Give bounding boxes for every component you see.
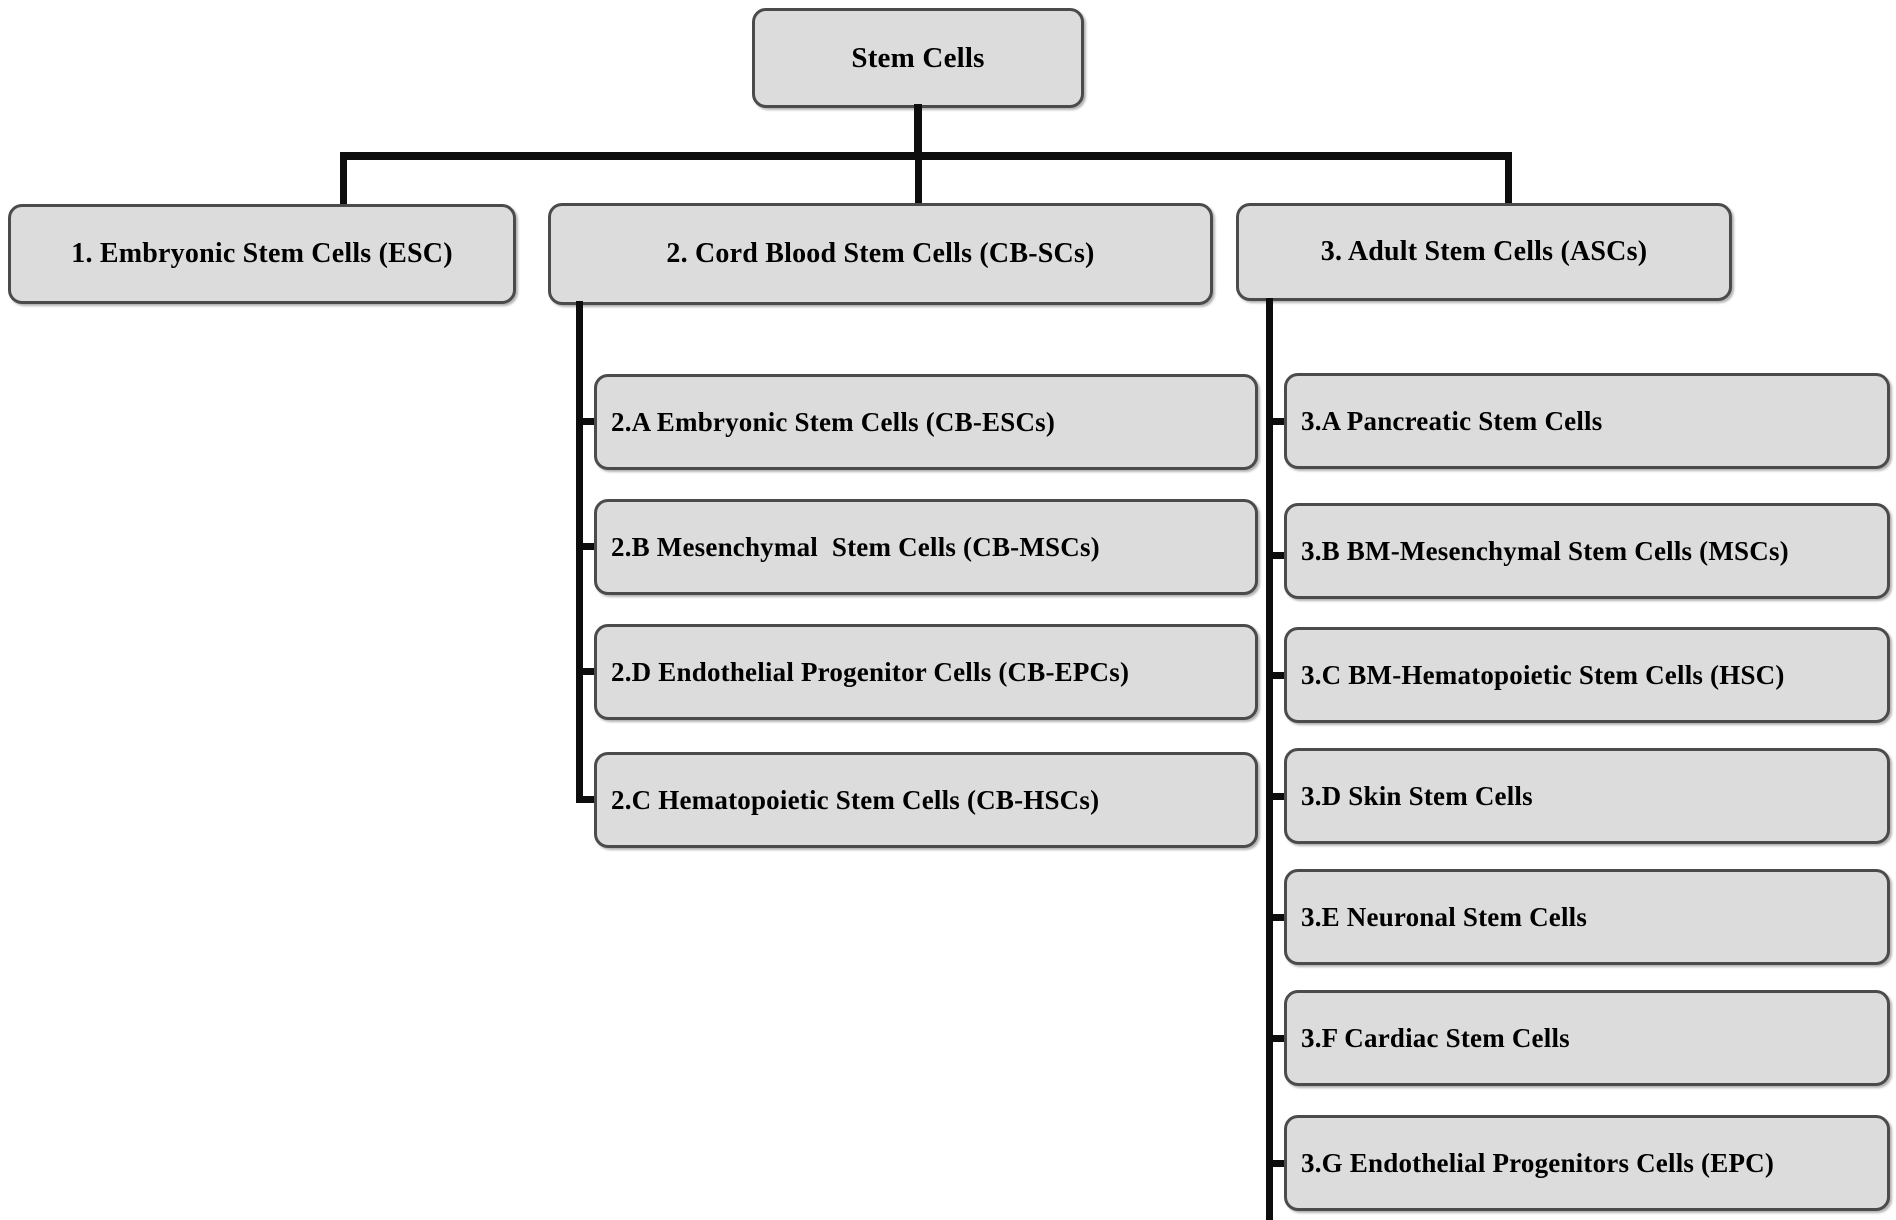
node-asc-bm-mesenchymal-stem-cells[interactable]: 3.B BM-Mesenchymal Stem Cells (MSCs) <box>1284 503 1890 599</box>
node-label: 2.B Mesenchymal Stem Cells (CB-MSCs) <box>611 531 1100 562</box>
connector-stub-asc-f <box>1266 1035 1290 1042</box>
connector-stub-cb-b <box>576 543 600 550</box>
node-cb-embryonic-stem-cells[interactable]: 2.A Embryonic Stem Cells (CB-ESCs) <box>594 374 1258 470</box>
node-label: 3.E Neuronal Stem Cells <box>1301 901 1588 932</box>
node-asc-neuronal-stem-cells[interactable]: 3.E Neuronal Stem Cells <box>1284 869 1890 965</box>
connector-stub-asc-e <box>1266 914 1290 921</box>
node-cord-blood-stem-cells[interactable]: 2. Cord Blood Stem Cells (CB-SCs) <box>548 203 1213 305</box>
node-label: 2. Cord Blood Stem Cells (CB-SCs) <box>666 238 1095 269</box>
connector-stub-cb-a <box>576 418 600 425</box>
connector-spine-adult <box>1266 298 1273 1220</box>
node-stem-cells-root[interactable]: Stem Cells <box>752 8 1084 108</box>
connector-stub-asc-a <box>1266 418 1290 425</box>
node-asc-pancreatic-stem-cells[interactable]: 3.A Pancreatic Stem Cells <box>1284 373 1890 469</box>
node-label: 2.D Endothelial Progenitor Cells (CB-EPC… <box>611 656 1130 687</box>
node-cb-hematopoietic-stem-cells[interactable]: 2.C Hematopoietic Stem Cells (CB-HSCs) <box>594 752 1258 848</box>
connector-stub-asc-g <box>1266 1160 1290 1167</box>
connector-spine-cordblood <box>576 301 583 803</box>
node-asc-endothelial-progenitors-cells[interactable]: 3.G Endothelial Progenitors Cells (EPC) <box>1284 1115 1890 1211</box>
node-label: 3.D Skin Stem Cells <box>1301 780 1533 811</box>
connector-stub-asc-b <box>1266 552 1290 559</box>
node-cb-endothelial-progenitor-cells[interactable]: 2.D Endothelial Progenitor Cells (CB-EPC… <box>594 624 1258 720</box>
node-asc-cardiac-stem-cells[interactable]: 3.F Cardiac Stem Cells <box>1284 990 1890 1086</box>
node-label: 2.A Embryonic Stem Cells (CB-ESCs) <box>611 406 1056 437</box>
node-cb-mesenchymal-stem-cells[interactable]: 2.B Mesenchymal Stem Cells (CB-MSCs) <box>594 499 1258 595</box>
connector-drop-cbsc <box>915 152 922 206</box>
connector-drop-asc <box>1505 152 1512 206</box>
connector-level2-bus <box>340 152 1512 160</box>
node-asc-bm-hematopoietic-stem-cells[interactable]: 3.C BM-Hematopoietic Stem Cells (HSC) <box>1284 627 1890 723</box>
node-label: 3.A Pancreatic Stem Cells <box>1301 405 1603 436</box>
connector-stub-cb-d <box>576 668 600 675</box>
connector-stub-asc-c <box>1266 672 1290 679</box>
connector-stub-cb-c <box>576 796 600 803</box>
node-label: 3.C BM-Hematopoietic Stem Cells (HSC) <box>1301 659 1785 690</box>
node-asc-skin-stem-cells[interactable]: 3.D Skin Stem Cells <box>1284 748 1890 844</box>
node-label: 2.C Hematopoietic Stem Cells (CB-HSCs) <box>611 784 1100 815</box>
node-label: 3.G Endothelial Progenitors Cells (EPC) <box>1301 1147 1775 1178</box>
connector-stub-asc-d <box>1266 793 1290 800</box>
node-label: Stem Cells <box>851 41 985 74</box>
node-embryonic-stem-cells[interactable]: 1. Embryonic Stem Cells (ESC) <box>8 204 516 304</box>
node-label: 3. Adult Stem Cells (ASCs) <box>1320 236 1648 267</box>
node-adult-stem-cells[interactable]: 3. Adult Stem Cells (ASCs) <box>1236 203 1732 301</box>
connector-root-stem <box>914 104 922 158</box>
connector-drop-esc <box>340 152 347 206</box>
node-label: 1. Embryonic Stem Cells (ESC) <box>71 238 453 269</box>
node-label: 3.F Cardiac Stem Cells <box>1301 1022 1570 1053</box>
node-label: 3.B BM-Mesenchymal Stem Cells (MSCs) <box>1301 535 1789 566</box>
